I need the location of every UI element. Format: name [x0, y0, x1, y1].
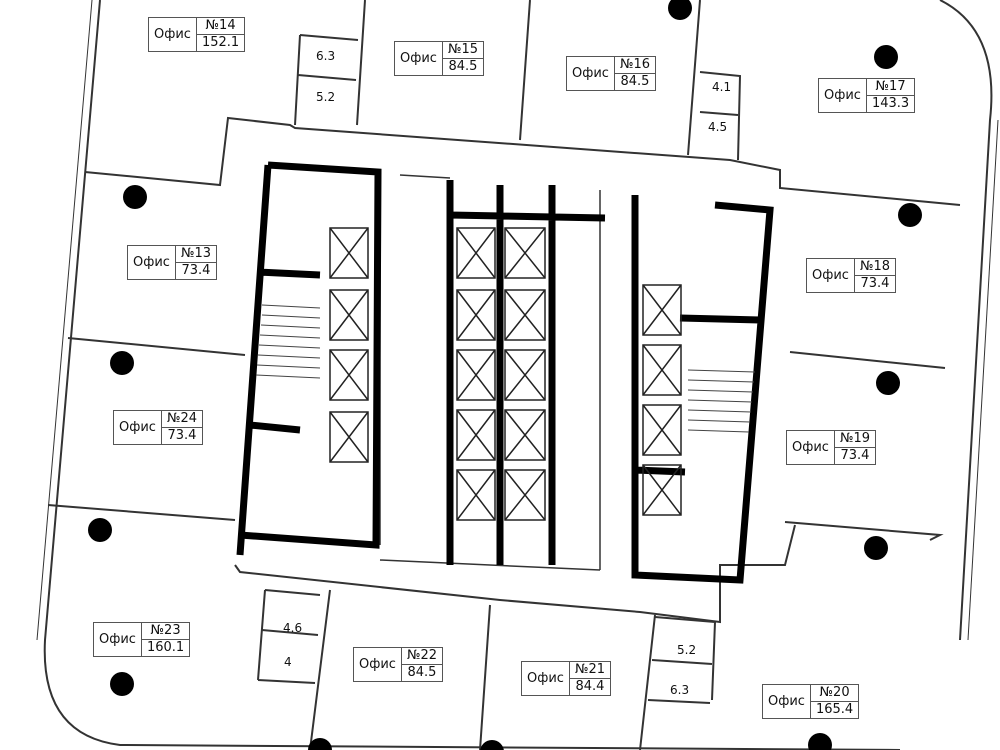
office-kind: Офис: [354, 648, 402, 681]
office-kind: Офис: [763, 685, 811, 718]
office-area: 84.4: [575, 679, 605, 694]
outer-facade: [43, 0, 993, 750]
office-number: №13: [175, 246, 217, 263]
wc-area: 4.6: [283, 621, 303, 635]
wc-area: 4.1: [712, 80, 732, 94]
office-area: 160.1: [146, 640, 185, 655]
office-area: 84.5: [448, 59, 478, 74]
office-area: 165.4: [815, 702, 854, 717]
office-area: 84.5: [407, 665, 437, 680]
office-number: №14: [196, 18, 245, 35]
wc-area: 4.5: [708, 120, 728, 134]
office-kind: Офис: [787, 431, 835, 464]
wc-area: 6.3: [316, 49, 336, 63]
office-number: №18: [854, 259, 896, 276]
office-number: №19: [834, 431, 876, 448]
office-number: №20: [810, 685, 859, 702]
office-number: №16: [614, 57, 656, 74]
wc-area: 6.3: [670, 683, 690, 697]
core-right: [631, 195, 774, 584]
office-kind: Офис: [114, 411, 162, 444]
office-area: 73.4: [167, 428, 197, 443]
wc-area: 5.2: [677, 643, 697, 657]
wc-top-right: [699, 71, 742, 161]
core-left: [236, 161, 382, 556]
partition-walls: [47, 0, 961, 750]
office-number: №21: [569, 662, 611, 679]
office-number: №23: [141, 623, 190, 640]
office-number: №24: [161, 411, 203, 428]
wc-top-left: [294, 34, 359, 126]
office-area: 73.4: [840, 448, 870, 463]
stairs: [255, 304, 756, 433]
office-number: №22: [401, 648, 443, 665]
office-number: №17: [866, 79, 915, 96]
office-kind: Офис: [819, 79, 867, 112]
office-kind: Офис: [149, 18, 197, 51]
office-area: 73.4: [181, 263, 211, 278]
office-kind: Офис: [395, 42, 443, 75]
office-kind: Офис: [807, 259, 855, 292]
structural-columns: [88, 0, 922, 750]
office-area: 143.3: [871, 96, 910, 111]
core-center: [446, 180, 606, 565]
wc-bottom-left: [257, 589, 321, 684]
office-area: 84.5: [620, 74, 650, 89]
wc-bottom-right: [647, 616, 717, 704]
office-kind: Офис: [94, 623, 142, 656]
wc-area: 5.2: [316, 90, 336, 104]
office-area: 152.1: [201, 35, 240, 50]
office-area: 73.4: [860, 276, 890, 291]
elevators: [329, 227, 682, 521]
office-kind: Офис: [128, 246, 176, 279]
office-kind: Офис: [567, 57, 615, 90]
wc-area: 4: [284, 655, 292, 669]
office-kind: Офис: [522, 662, 570, 695]
office-number: №15: [442, 42, 484, 59]
